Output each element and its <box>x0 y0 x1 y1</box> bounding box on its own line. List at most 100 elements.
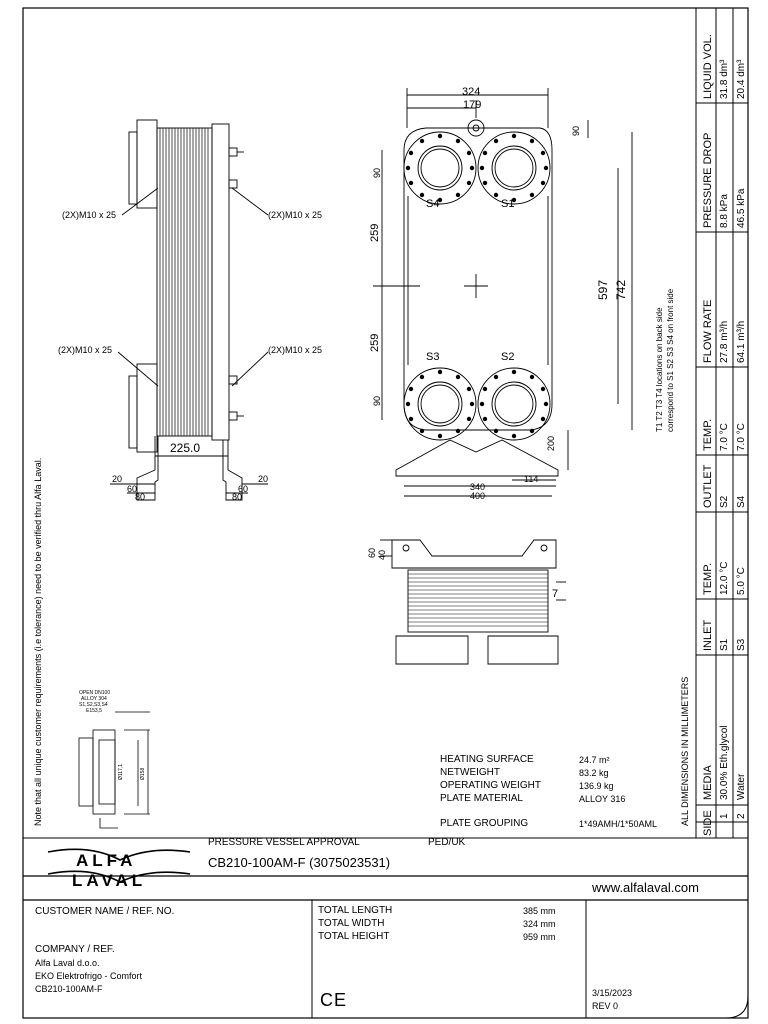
dim-20-left: 20 <box>112 474 123 484</box>
row2-inlet-temp: 5.0 °C <box>736 567 747 595</box>
th-inlet: INLET <box>702 619 714 651</box>
row2-outlet-temp: 7.0 °C <box>736 423 747 451</box>
company-line-2: EKO Elektrofrigo - Comfort <box>35 971 143 981</box>
customer-name-label: CUSTOMER NAME / REF. NO. <box>35 906 175 917</box>
side-note: Note that all unique customer requiremen… <box>33 457 43 826</box>
total-height-label: TOTAL HEIGHT <box>318 931 390 942</box>
plate-grouping-value: 1*49AMH/1*50AML <box>579 819 658 829</box>
dim-324: 324 <box>462 86 481 98</box>
th-side: SIDE <box>702 810 714 836</box>
dim-200: 200 <box>546 435 556 451</box>
company-ref-label: COMPANY / REF. <box>35 944 115 955</box>
heating-surface-value: 24.7 m² <box>579 755 610 765</box>
total-height-value: 959 mm <box>523 932 556 942</box>
dim-80-left: 80 <box>135 492 146 502</box>
plate-material-label: PLATE MATERIAL <box>440 793 523 804</box>
row2-outlet: S4 <box>736 495 747 508</box>
port-s2: S2 <box>501 351 515 363</box>
pressure-vessel-approval-label: PRESSURE VESSEL APPROVAL <box>208 837 360 848</box>
ped-label: PED/UK <box>428 837 466 848</box>
th-pressure-drop: PRESSURE DROP <box>702 132 714 228</box>
revision-value: REV 0 <box>592 1001 619 1011</box>
port-s1: S1 <box>501 198 515 210</box>
row1-flow: 27.8 m³/h <box>719 320 730 363</box>
dim-40-top-view: 40 <box>377 549 387 560</box>
port-s3: S3 <box>426 351 440 363</box>
dim-20-right: 20 <box>258 474 269 484</box>
bolt-label-bottom-right: (2X)M10 x 25 <box>268 345 323 355</box>
row2-inlet: S3 <box>736 638 747 651</box>
th-liquid-vol: LIQUID VOL. <box>702 34 714 99</box>
dim-90-left-top: 90 <box>372 167 382 178</box>
flange-note-3: S1,S2,S3,S4 <box>79 702 108 708</box>
model-title: CB210-100AM-F (3075023531) <box>208 855 391 870</box>
port-s4: S4 <box>426 198 440 210</box>
row1-pressure: 8.8 kPa <box>719 194 730 228</box>
dim-179: 179 <box>463 99 482 111</box>
th-outlet-temp: TEMP. <box>702 418 714 451</box>
plate-material-value: ALLOY 316 <box>579 794 626 804</box>
total-length-label: TOTAL LENGTH <box>318 905 393 916</box>
dim-90-top: 90 <box>571 125 581 136</box>
date-value: 3/15/2023 <box>592 988 633 998</box>
dim-60-right: 60 <box>238 484 249 494</box>
all-dims-note: ALL DIMENSIONS IN MILLIMETERS <box>680 676 690 826</box>
heating-surface-label: HEATING SURFACE <box>440 754 534 765</box>
port-note-line1: T1 T2 T3 T4 locations on back side <box>655 307 664 432</box>
total-width-value: 324 mm <box>523 919 556 929</box>
dim-225: 225.0 <box>170 441 201 455</box>
dim-114: 114 <box>524 474 539 484</box>
row2-pressure: 46.5 kPa <box>736 188 747 228</box>
company-line-3: CB210-100AM-F <box>35 984 103 994</box>
flange-note-4: E153,5 <box>86 708 102 714</box>
bolt-label-top-left: (2X)M10 x 25 <box>62 210 117 220</box>
th-media: MEDIA <box>702 765 714 800</box>
company-line-1: Alfa Laval d.o.o. <box>35 958 100 968</box>
row1-outlet: S2 <box>719 495 730 508</box>
dim-259-bottom: 259 <box>369 333 381 352</box>
dim-60-top-view: 60 <box>367 547 377 558</box>
row1-liquid: 31.8 dm³ <box>719 59 730 99</box>
row1-outlet-temp: 7.0 °C <box>719 423 730 451</box>
netweight-value: 83.2 kg <box>579 768 609 778</box>
bolt-label-bottom-left: (2X)M10 x 25 <box>58 345 113 355</box>
row2-side: 2 <box>736 813 747 819</box>
row2-flow: 64.1 m³/h <box>736 320 747 363</box>
svg-text:LAVAL: LAVAL <box>72 871 146 890</box>
dim-90-left-bottom: 90 <box>372 395 382 406</box>
th-flow-rate: FLOW RATE <box>702 299 714 363</box>
dim-259-top: 259 <box>369 223 381 242</box>
dim-340: 340 <box>470 482 486 492</box>
dim-742: 742 <box>614 279 628 300</box>
dim-597: 597 <box>596 279 610 300</box>
dim-60-left: 60 <box>127 484 138 494</box>
port-note-line2: correspond to S1 S2 S3 S4 on front side <box>666 288 675 432</box>
total-length-value: 385 mm <box>523 906 556 916</box>
netweight-label: NETWEIGHT <box>440 767 500 778</box>
row1-side: 1 <box>719 813 730 819</box>
bolt-label-top-right: (2X)M10 x 25 <box>268 210 323 220</box>
row2-media: Water <box>736 773 747 800</box>
th-outlet: OUTLET <box>702 464 714 508</box>
th-inlet-temp: TEMP. <box>702 562 714 595</box>
row1-inlet: S1 <box>719 638 730 651</box>
flange-dia-2: Ø158 <box>140 767 146 780</box>
dim-400: 400 <box>470 491 486 501</box>
row1-media: 30.0% Eth.glycol <box>719 725 730 801</box>
operating-weight-value: 136.9 kg <box>579 781 614 791</box>
row1-inlet-temp: 12.0 °C <box>719 561 730 595</box>
operating-weight-label: OPERATING WEIGHT <box>440 780 541 791</box>
website-link[interactable]: www.alfalaval.com <box>592 880 699 895</box>
ce-mark-icon: CE <box>320 990 348 1010</box>
alfa-laval-logo: ALFA LAVAL <box>47 848 191 890</box>
total-width-label: TOTAL WIDTH <box>318 918 385 929</box>
svg-text:ALFA: ALFA <box>76 851 136 870</box>
dim-7: 7 <box>552 588 559 600</box>
flange-note-1: OPEN DN100 <box>79 690 111 696</box>
plate-grouping-label: PLATE GROUPING <box>440 818 529 829</box>
row2-liquid: 20.4 dm³ <box>736 59 747 99</box>
dim-80-right: 80 <box>232 492 243 502</box>
frame-border <box>22 7 749 1019</box>
flange-dia-1: Ø117,1 <box>118 763 124 780</box>
